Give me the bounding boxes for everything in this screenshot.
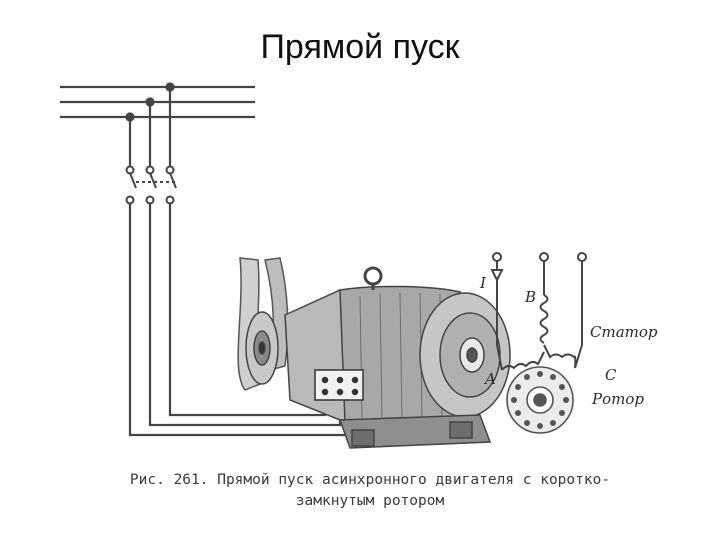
terminal-phase-c bbox=[577, 252, 587, 262]
label-rotor: Ротор bbox=[592, 390, 644, 408]
figure-caption: Рис. 261. Прямой пуск асинхронного двига… bbox=[50, 470, 690, 512]
label-phase-c: C bbox=[605, 366, 617, 384]
motor-figure: I B Статор A C Ротор Рис. 261. Прямой пу… bbox=[40, 70, 700, 525]
knife-switch bbox=[125, 165, 177, 205]
rotor-schematic bbox=[506, 366, 574, 434]
slide-title: Прямой пуск bbox=[260, 28, 460, 66]
terminal-box bbox=[314, 369, 364, 401]
pulley bbox=[245, 311, 279, 385]
label-phase-b: B bbox=[525, 288, 537, 306]
label-phase-a: A bbox=[485, 370, 496, 388]
lifting-eye bbox=[363, 266, 383, 290]
stator-schematic bbox=[490, 252, 587, 371]
label-phase-1: I bbox=[480, 274, 486, 292]
terminal-phase-1 bbox=[492, 252, 502, 262]
label-stator: Статор bbox=[590, 323, 658, 341]
circuit-drawing bbox=[60, 82, 587, 449]
motor-base bbox=[338, 414, 492, 449]
terminal-phase-b bbox=[539, 252, 549, 262]
motor-body bbox=[284, 285, 511, 424]
caption-line-1: Рис. 261. Прямой пуск асинхронного двига… bbox=[129, 472, 611, 488]
caption-line-2: замкнутым ротором bbox=[295, 493, 445, 509]
